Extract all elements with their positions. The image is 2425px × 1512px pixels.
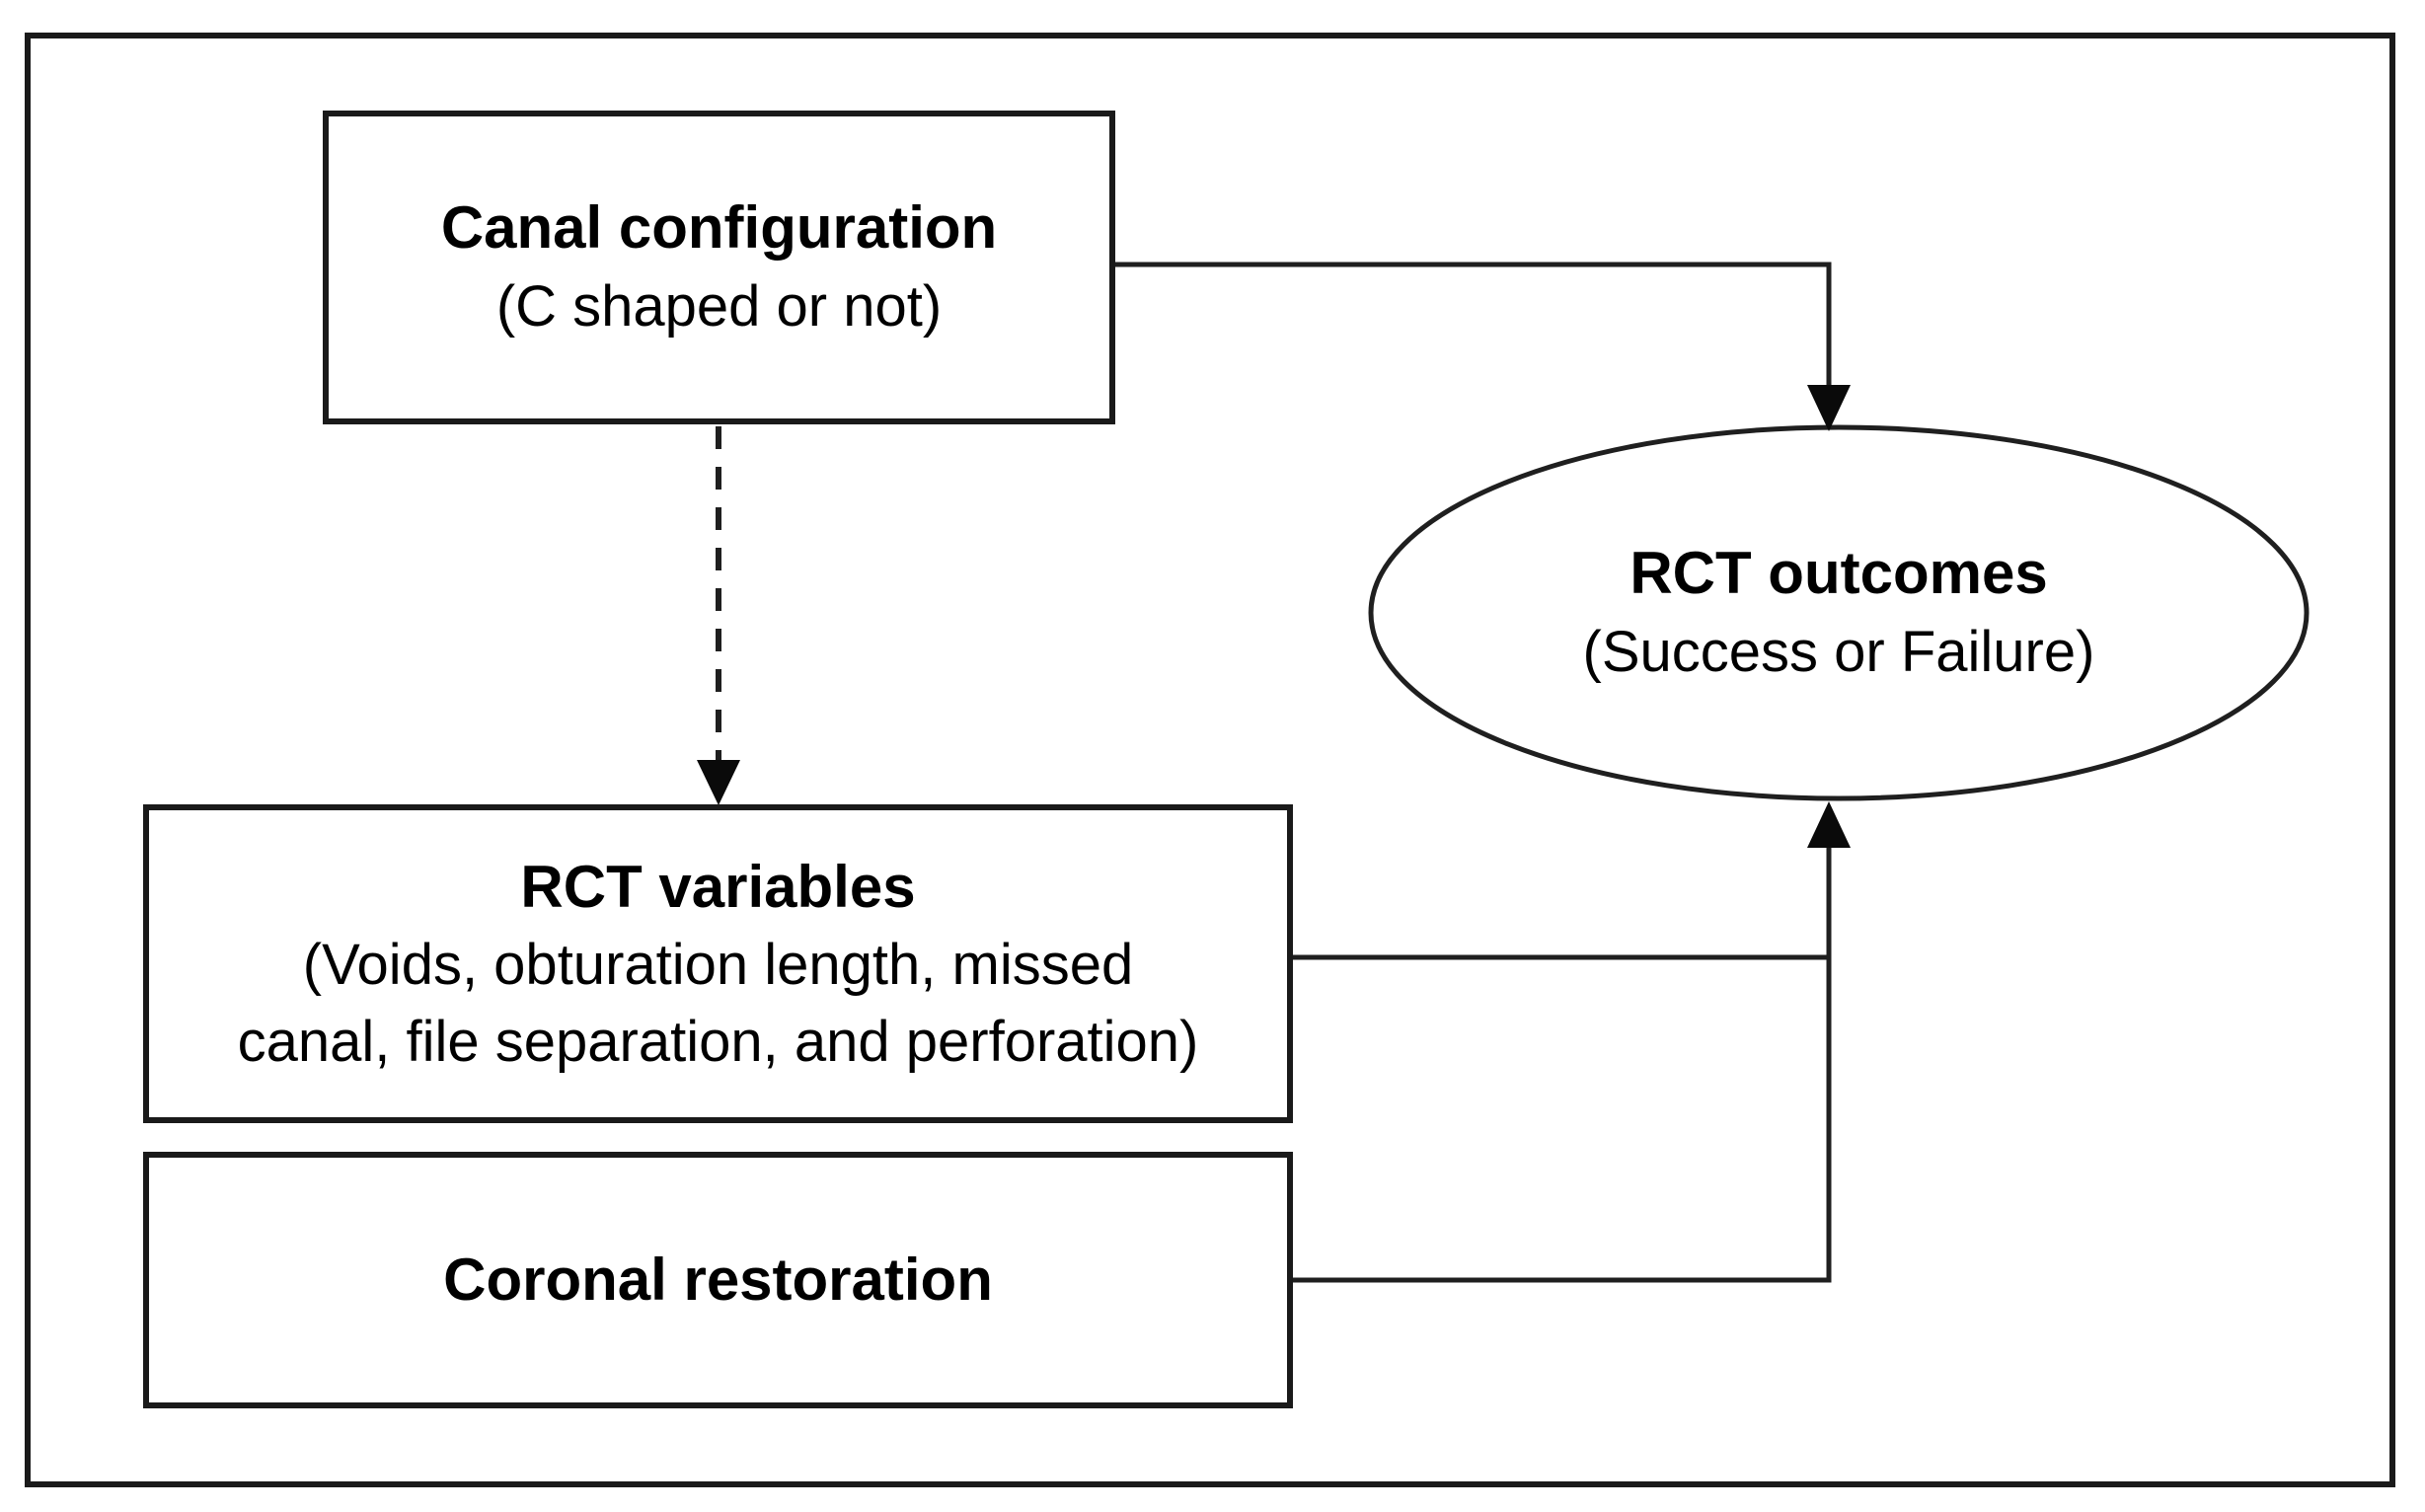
canal-configuration-subtitle: (C shaped or not): [495, 274, 943, 339]
node-canal-configuration: Canal configuration (C shaped or not): [323, 111, 1115, 424]
rct-outcomes-ellipse: [1368, 424, 2310, 801]
figure-border: [25, 33, 2395, 1487]
rct-variables-subtitle-line-1: (Voids, obturation length, missed: [302, 932, 1134, 997]
canal-configuration-title: Canal configuration: [440, 194, 998, 261]
coronal-restoration-title: Coronal restoration: [443, 1247, 993, 1313]
edge-canal-to-outcomes: [1113, 262, 1832, 387]
rct-variables-title: RCT variables: [520, 853, 916, 920]
edge-canal-to-variables-arrowhead: [697, 760, 740, 805]
node-rct-variables: RCT variables (Voids, obturation length,…: [143, 804, 1293, 1123]
edge-canal-to-outcomes-arrowhead: [1807, 385, 1851, 431]
rct-variables-subtitle-line-2: canal, file separation, and perforation): [237, 1009, 1199, 1074]
edge-coronal-to-outcomes: [1289, 847, 1832, 1283]
edge-coronal-to-outcomes-arrowhead: [1807, 801, 1851, 848]
node-coronal-restoration: Coronal restoration: [143, 1152, 1293, 1408]
